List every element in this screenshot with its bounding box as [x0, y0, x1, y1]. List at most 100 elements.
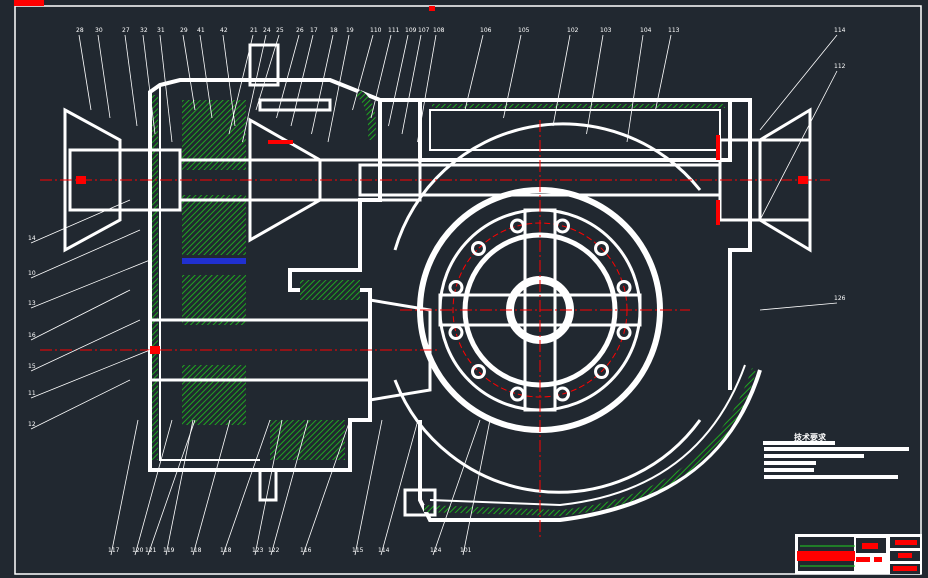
part-number-label: 117: [108, 547, 120, 554]
part-number-label: 106: [480, 27, 492, 34]
part-number-label: 123: [252, 547, 264, 554]
part-number-label: 102: [567, 27, 579, 34]
part-number-label: 120: [132, 547, 144, 554]
bolt-hole: [448, 279, 464, 295]
leader-line: [110, 419, 139, 556]
part-number-label: 18: [330, 27, 338, 34]
drawing-border: [14, 5, 922, 575]
part-number-label: 32: [140, 27, 148, 34]
part-number-label: 41: [197, 27, 205, 34]
leader-line: [30, 379, 131, 430]
bolt-hole: [555, 218, 571, 234]
part-number-label: 26: [296, 27, 304, 34]
part-number-label: 112: [834, 63, 846, 70]
part-number-label: 24: [263, 27, 271, 34]
red-marks: [76, 135, 808, 354]
part-number-label: 118: [220, 547, 232, 554]
part-number-label: 42: [220, 27, 228, 34]
bolt-hole: [509, 218, 525, 234]
part-number-label: 114: [378, 547, 390, 554]
leader-line: [380, 419, 419, 556]
leader-line: [222, 34, 236, 127]
part-number-label: 114: [834, 27, 846, 34]
part-number-label: 124: [430, 547, 442, 554]
leader-line: [417, 34, 437, 143]
leader-line: [586, 34, 604, 135]
leader-line: [165, 419, 194, 556]
leader-line: [30, 199, 131, 244]
leader-line: [182, 34, 196, 111]
bolt-hole: [448, 325, 464, 341]
part-number-label: 17: [310, 27, 318, 34]
bolt-hole: [555, 386, 571, 402]
bolt-hole: [509, 386, 525, 402]
tech-requirements-title: 技术要求: [794, 433, 826, 442]
part-number-label: 111: [388, 27, 400, 34]
bolt-hole: [470, 364, 486, 380]
leader-line: [354, 419, 383, 556]
bolt-hole: [616, 325, 632, 341]
leader-line: [290, 34, 314, 127]
hatched-sections: [152, 90, 756, 516]
title-block: [795, 534, 922, 574]
part-number-label: 110: [370, 27, 382, 34]
leader-line: [142, 34, 156, 135]
leader-line: [432, 419, 481, 556]
leader-line: [97, 34, 111, 119]
part-number-label: 19: [346, 27, 354, 34]
center-marker: [429, 6, 435, 11]
part-number-label: 21: [250, 27, 258, 34]
tab-marker[interactable]: [14, 0, 44, 6]
bolt-holes: [448, 218, 632, 402]
center-lines: [40, 120, 830, 540]
bolt-hole: [470, 240, 486, 256]
leader-line: [30, 289, 131, 341]
part-number-label: 107: [418, 27, 430, 34]
leader-line: [124, 34, 138, 127]
leader-line: [254, 419, 283, 556]
part-number-label: 28: [76, 27, 84, 34]
leader-line: [552, 34, 571, 127]
part-number-label: 10: [28, 270, 36, 277]
part-number-label: 104: [640, 27, 652, 34]
leader-line: [30, 259, 151, 309]
part-number-label: 11: [28, 390, 36, 397]
leader-line: [352, 34, 374, 111]
leader-line: [30, 349, 151, 399]
leader-line: [276, 34, 300, 119]
leader-line: [255, 34, 280, 111]
leader-line: [626, 34, 644, 143]
part-number-label: 27: [122, 27, 130, 34]
part-number-label: 122: [268, 547, 280, 554]
leader-line: [222, 419, 271, 556]
part-number-label: 31: [157, 27, 165, 34]
part-number-label: 15: [28, 363, 36, 370]
leader-line: [30, 319, 141, 372]
leader-line: [759, 70, 838, 221]
leader-line: [199, 34, 213, 119]
leader-line: [462, 419, 491, 556]
part-number-label: 108: [433, 27, 445, 34]
leader-line: [370, 34, 392, 119]
part-number-label: 105: [518, 27, 530, 34]
leader-line: [147, 419, 196, 556]
part-number-label: 13: [28, 300, 36, 307]
part-number-label: 14: [28, 235, 36, 242]
part-number-label: 118: [190, 547, 202, 554]
part-number-label: 116: [300, 547, 312, 554]
part-number-label: 103: [600, 27, 612, 34]
leader-line: [242, 34, 267, 143]
leader-line: [401, 34, 422, 135]
bolt-hole: [594, 240, 610, 256]
part-number-label: 109: [405, 27, 417, 34]
leader-line: [192, 419, 231, 556]
bolt-hole: [616, 279, 632, 295]
leader-line: [270, 419, 309, 556]
tech-requirements: [763, 441, 909, 479]
part-number-label: 12: [28, 421, 36, 428]
leader-line: [302, 419, 351, 556]
part-number-label: 121: [145, 547, 157, 554]
leader-line: [327, 34, 350, 143]
housing: [148, 78, 762, 522]
